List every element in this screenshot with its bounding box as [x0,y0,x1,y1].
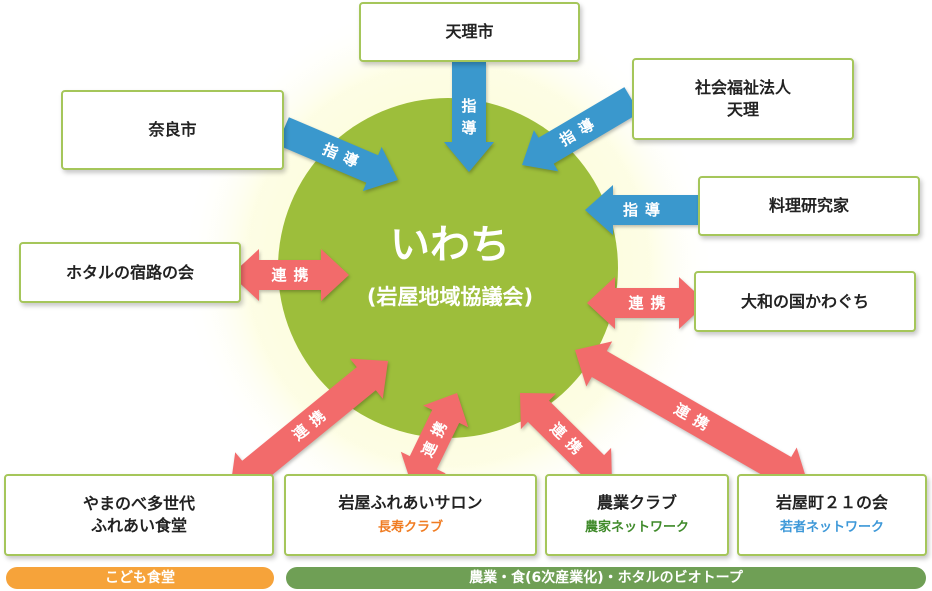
box-iwaya21-line-1: 岩屋町２１の会 [775,493,888,512]
box-agri-club: 農業クラブ 農家ネットワーク [545,474,729,556]
guide-arrow-nara-label-char: 指 [320,140,341,162]
box-tenri-city: 天理市 [359,2,580,62]
guide-arrow-chef [585,185,698,235]
link-arrow-hotaru-label-char: 連 [271,266,287,284]
box-iwaya21-sub: 若者ネットワーク [779,520,884,535]
bar-agriculture: 農業・食(6次産業化)・ホタルのビオトープ [286,567,926,589]
link-arrow-hotaru-label-char: 携 [293,266,308,284]
box-welfare: 社会福祉法人 天理 [632,58,854,140]
box-hotaru-line-1: ホタルの宿路の会 [65,262,194,282]
link-arrow-yamato-label-char: 携 [650,294,665,312]
link-arrow-yamato-label-char: 連 [628,294,644,312]
box-chef-line-1: 料理研究家 [768,196,849,215]
box-yamato: 大和の国かわぐち [694,271,916,332]
box-welfare-line-1: 社会福祉法人 [694,78,791,97]
guide-arrow-chef-label-char: 指 [623,201,638,219]
arrows-layer: 指導指導指導指導連携連携連携連携連携連携 [230,62,808,493]
link-arrow-yamato [587,277,707,329]
link-arrow-salon-label-char: 携 [428,419,451,440]
box-chef: 料理研究家 [698,176,920,236]
box-salon-sub: 長寿クラブ [377,520,443,535]
guide-arrow-tenri-label-char: 指 [461,97,476,115]
bar-children-cafeteria: こども食堂 [6,567,274,589]
box-tenri-city-line-1: 天理市 [445,22,494,41]
link-arrow-salon [400,393,469,486]
box-salon: 岩屋ふれあいサロン 長寿クラブ [284,474,537,556]
box-nara-city-line-1: 奈良市 [148,120,197,139]
center-title: いわち [390,222,510,268]
guide-arrow-chef-label-char: 導 [645,201,660,219]
link-arrow-hotaru [231,249,349,301]
link-arrow-yamanobe [230,358,388,493]
link-arrow-agri [520,393,612,484]
link-arrow-iwaya21 [575,341,808,493]
box-welfare-line-2: 天理 [726,100,759,119]
box-yamato-line-1: 大和の国かわぐち [740,291,869,311]
box-hotaru: ホタルの宿路の会 [19,242,241,303]
box-agri-club-sub: 農家ネットワーク [584,520,689,535]
box-iwaya21: 岩屋町２１の会 若者ネットワーク [737,474,927,556]
guide-arrow-tenri-label-char: 導 [461,119,476,137]
box-salon-line-1: 岩屋ふれあいサロン [338,493,483,512]
guide-arrow-nara-label-char: 導 [340,149,361,171]
guide-arrow-tenri [444,62,494,172]
center-circle [278,98,618,438]
box-yamanobe: やまのべ多世代 ふれあい食堂 [4,474,274,556]
box-yamanobe-line-1: やまのべ多世代 [82,494,195,513]
guide-arrow-nara [277,117,398,192]
center-subtitle: (岩屋地域協議会) [366,285,534,309]
box-agri-club-line-1: 農業クラブ [596,493,677,512]
box-yamanobe-line-2: ふれあい食堂 [90,516,187,535]
box-nara-city: 奈良市 [61,90,284,170]
guide-arrow-welfare [522,87,640,172]
